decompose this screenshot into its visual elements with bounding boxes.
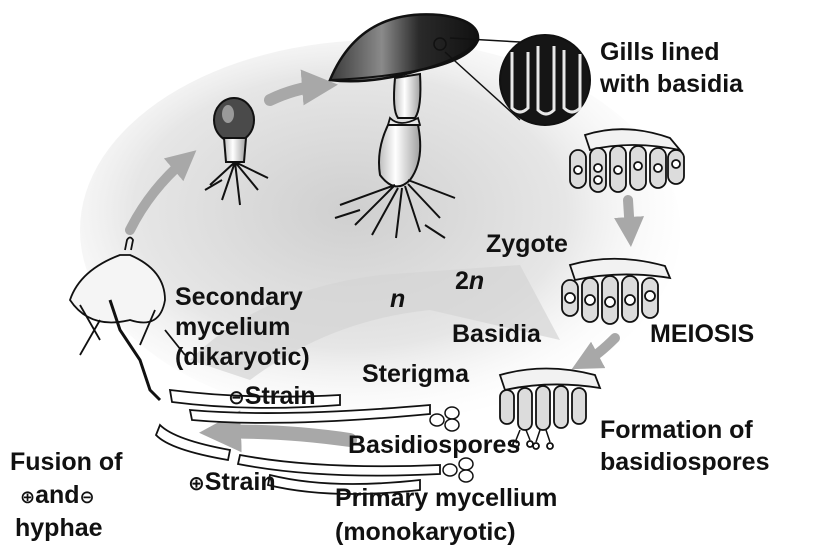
label-primary-line2: (monokaryotic) bbox=[335, 518, 516, 546]
label-gills-line2: with basidia bbox=[599, 70, 744, 98]
gill-inset bbox=[500, 35, 590, 125]
label-fusion-line3: hyphae bbox=[15, 514, 103, 542]
label-meiosis: MEIOSIS bbox=[650, 320, 754, 348]
plus-symbol: ⊕ bbox=[188, 473, 205, 495]
label-formation-line1: Formation of bbox=[600, 416, 753, 444]
minus-symbol: ⊖ bbox=[228, 387, 245, 409]
label-sterigma: Sterigma bbox=[362, 360, 470, 388]
label-secondary-line1: Secondary bbox=[175, 283, 303, 311]
label-minus-strain: ⊖Strain bbox=[228, 382, 316, 410]
label-formation-line2: basidiospores bbox=[600, 448, 770, 476]
label-zygote: Zygote bbox=[486, 230, 568, 258]
label-fusion-line1: Fusion of bbox=[10, 448, 123, 476]
label-fusion-line2: ⊕and⊖ bbox=[20, 481, 95, 509]
label-basidiospores: Basidiospores bbox=[348, 431, 520, 459]
label-gills-line1: Gills lined bbox=[600, 38, 719, 66]
label-secondary-line3: (dikaryotic) bbox=[175, 343, 310, 371]
label-plus-strain: ⊕Strain bbox=[188, 468, 276, 496]
label-basidia: Basidia bbox=[452, 320, 542, 348]
label-haploid: n bbox=[390, 285, 405, 313]
label-diploid: 2n bbox=[455, 267, 484, 295]
arrow-to-fusion bbox=[220, 432, 350, 440]
arrow-to-zygote bbox=[628, 200, 630, 232]
label-primary-line1: Primary mycellium bbox=[335, 484, 557, 512]
label-secondary-line2: mycelium bbox=[175, 313, 290, 341]
